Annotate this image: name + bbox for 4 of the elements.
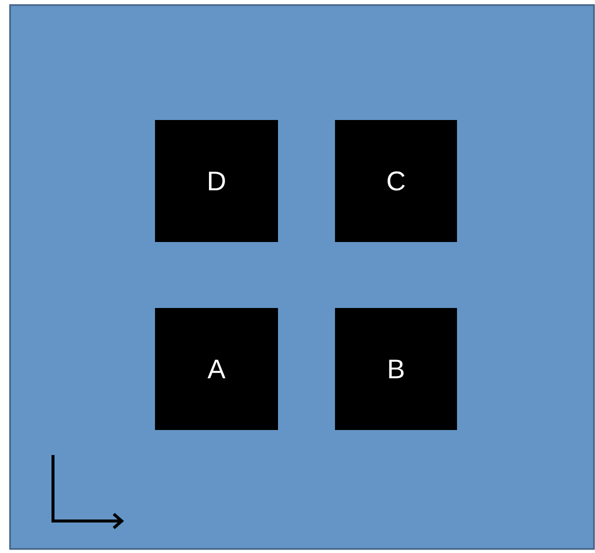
- letter-square: B: [335, 308, 457, 430]
- letter-square: C: [335, 120, 457, 242]
- letter-square: D: [155, 120, 278, 242]
- letter-square: A: [155, 308, 278, 430]
